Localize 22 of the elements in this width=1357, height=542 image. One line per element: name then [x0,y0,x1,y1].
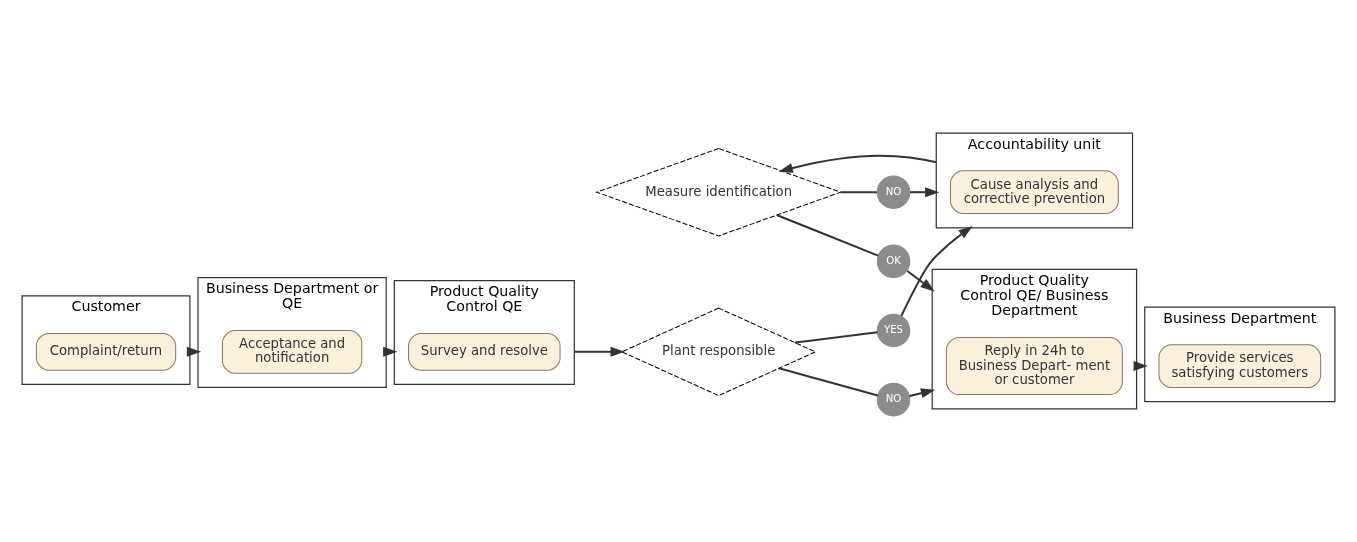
node-diamond: Plant responsible [620,307,817,397]
arrow [574,346,625,357]
node-box: Complaint/return [35,333,177,371]
arrow [900,226,973,317]
node-box: Reply in 24h to Business Depart- ment or customer [945,337,1123,396]
node-circle: NO [876,175,911,209]
node-circle: NO [876,382,911,417]
arrow [909,388,936,399]
arrow [906,270,935,292]
node-box: Cause analysis and corrective prevention [950,170,1119,215]
arrow [778,154,937,173]
node-circle: OK [876,244,911,279]
connector [794,331,878,344]
node-box: Acceptance and notification [221,330,363,374]
arrow [909,187,940,198]
node-box: Survey and resolve [408,333,561,371]
node-diamond: Measure identification [595,147,843,237]
connector [840,191,878,194]
node-circle: YES [876,313,911,348]
connector [776,214,879,257]
connector [778,367,879,397]
node-box: Provide services satisfying customers [1158,344,1322,388]
